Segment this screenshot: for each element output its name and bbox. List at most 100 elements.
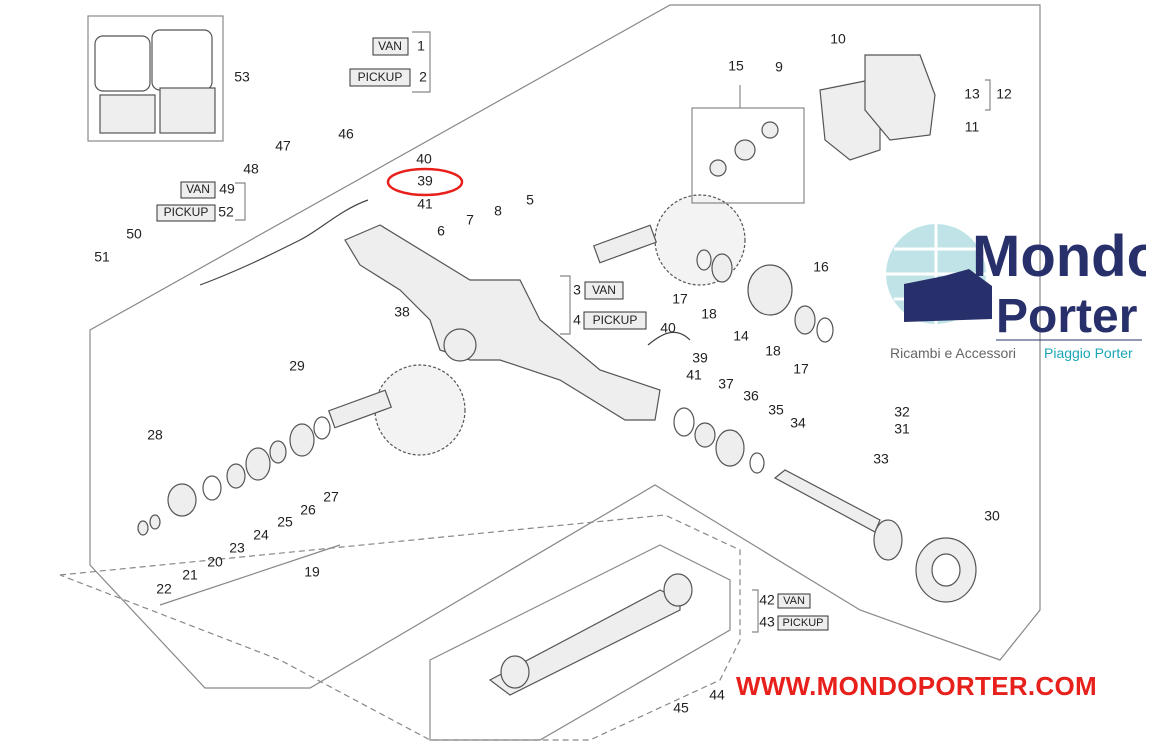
driveshaft-inner-frame [429,544,731,741]
svg-text:Mondo: Mondo [972,224,1146,289]
variant-pickup-52: PICKUP [156,204,216,222]
svg-text:VAN: VAN [378,39,402,53]
spacer [269,440,287,464]
callout-23: 23 [229,540,245,556]
callout-46: 46 [338,126,354,142]
seal [673,407,695,437]
mondo-porter-logo: Mondo Porter Ricambi e Accessori Piaggio… [884,214,1162,364]
differential-gears-box [691,107,805,204]
callout-18: 18 [765,343,781,359]
callout-34: 34 [790,415,806,431]
hub-flange [873,519,903,561]
universal-joint [663,573,693,607]
callout-49: 49 [219,181,235,197]
driveshaft-frame [59,514,741,741]
callout-51: 51 [94,249,110,265]
universal-joint [500,655,530,689]
svg-text:Porter: Porter [996,290,1137,343]
callout-28: 28 [147,427,163,443]
callout-10: 10 [830,31,846,47]
hardware-bag-icon [159,87,216,134]
callout-11: 11 [965,119,980,135]
callout-20: 20 [207,554,223,570]
gasket-kit-box [87,15,224,142]
axle-housing [344,224,661,421]
callout-39: 39 [417,173,433,189]
svg-text:PICKUP: PICKUP [593,313,638,327]
callout-17: 17 [793,361,809,377]
callout-24: 24 [253,527,269,543]
svg-text:Ricambi e Accessori: Ricambi e Accessori [890,345,1016,361]
callout-2: 2 [419,69,427,85]
shim [313,416,331,440]
breather-cable [647,331,691,346]
pinion-shaft [592,224,658,264]
callout-48: 48 [243,161,259,177]
callout-29: 29 [289,358,305,374]
spacer [694,422,716,448]
callout-30: 30 [984,508,1000,524]
callout-25: 25 [277,514,293,530]
variant-pickup-43: PICKUP [777,615,829,631]
callout-15: 15 [728,58,744,74]
svg-text:PICKUP: PICKUP [164,205,209,219]
variant-van-1: VAN [372,37,409,56]
callout-53: 53 [234,69,250,85]
callout-13: 13 [964,86,980,102]
svg-text:PICKUP: PICKUP [358,70,403,84]
callout-52: 52 [218,204,234,220]
callout-7: 7 [466,212,474,228]
callout-21: 21 [182,567,198,583]
callout-35: 35 [768,402,784,418]
deflector [202,475,222,501]
callout-36: 36 [743,388,759,404]
callout-43: 43 [759,614,775,630]
callout-8: 8 [494,203,502,219]
callout-18: 18 [701,306,717,322]
seal [226,463,246,489]
pinion-gear [761,121,779,139]
callout-47: 47 [275,138,291,154]
website-url[interactable]: WWW.MONDOPORTER.COM [736,671,1097,701]
callout-16: 16 [813,259,829,275]
variant-van-3: VAN [584,281,624,300]
bearing [794,305,816,335]
callout-1: 1 [417,38,425,54]
svg-text:PICKUP: PICKUP [783,617,824,629]
hardware-bag-icon [99,94,156,134]
callout-38: 38 [394,304,410,320]
callout-17: 17 [672,291,688,307]
truck-icon [904,269,992,322]
drum-hub [931,553,961,587]
differential-opening [443,328,477,362]
ring [749,452,765,474]
gasket-icon [94,35,151,92]
callout-14: 14 [733,328,749,344]
callout-3: 3 [573,282,581,298]
callout-9: 9 [775,59,783,75]
callout-6: 6 [437,223,445,239]
callout-42: 42 [759,592,775,608]
side-gear [734,139,756,161]
callout-12: 12 [996,86,1012,102]
svg-text:VAN: VAN [592,283,616,297]
bracket [752,589,759,633]
nut [137,520,149,536]
washer [149,514,161,530]
variant-van-49: VAN [180,181,216,199]
bracket [412,31,431,93]
leader [159,544,341,606]
svg-text:VAN: VAN [783,595,805,607]
variant-pickup-2: PICKUP [349,68,411,87]
ring-shim [696,249,712,271]
bearing [289,423,315,457]
callout-5: 5 [526,192,534,208]
callout-39: 39 [692,350,708,366]
callout-45: 45 [673,700,689,716]
bracket [560,275,571,335]
callout-40: 40 [660,320,676,336]
callout-37: 37 [718,376,734,392]
callouts: 53 1 2 15 10 9 13 12 11 47 46 48 49 52 5… [94,31,1012,716]
